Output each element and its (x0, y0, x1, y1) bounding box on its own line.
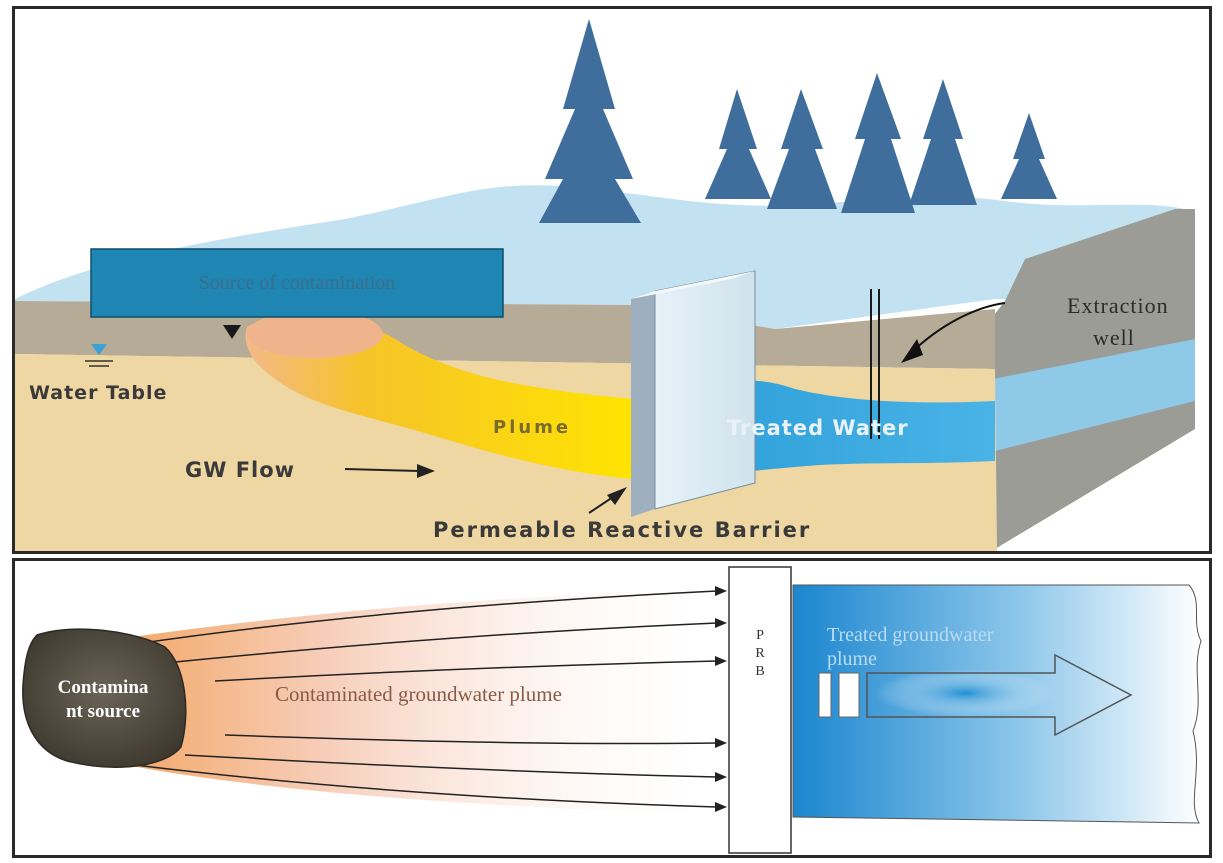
source-zone-blob (247, 310, 383, 358)
gw-flow-arrowhead (417, 464, 435, 478)
treated-arrow-tail-bar-2 (838, 672, 860, 718)
treated-water-label: Treated Water (727, 416, 909, 440)
bottom-diagram-panel: Contamina nt source Contaminated groundw… (12, 558, 1212, 858)
prb-barrier-front (631, 291, 655, 517)
flow-arrows (114, 590, 718, 808)
treated-plume-label-line1: Treated groundwater (827, 624, 994, 646)
prb-3d-diagram: Source of contamination Water Table Plum… (15, 19, 1195, 551)
prb-barrier-top (631, 271, 755, 299)
gw-flow-arrow-line (344, 468, 421, 472)
prb-barrier-face (654, 270, 756, 510)
treated-arrow-tail-bar-1 (818, 672, 832, 718)
source-label-line2: nt source (66, 701, 140, 722)
extraction-well-label-line1: Extraction (1067, 293, 1169, 318)
gw-flow-label: GW Flow (185, 458, 295, 482)
extraction-well-arrowhead (901, 339, 923, 363)
treated-arrow-glow (875, 669, 1055, 717)
prb-letter-p: P (756, 628, 764, 643)
plume-label: Plume (493, 417, 571, 438)
extraction-well-label-line2: well (1093, 325, 1135, 350)
prb-letter-b: B (755, 664, 764, 679)
water-table-label: Water Table (29, 382, 167, 404)
prb-letter-r: R (755, 646, 765, 661)
water-table-icon (85, 344, 113, 367)
prb-plan-view-diagram: Contamina nt source Contaminated groundw… (22, 566, 1202, 854)
source-pointer-triangle (223, 325, 241, 339)
tree-icons (539, 19, 1057, 223)
barrier-pointer-arrowhead (607, 487, 627, 505)
contaminant-source-rock (22, 628, 187, 768)
source-label-line1: Contamina (58, 677, 149, 698)
treated-flow-arrow (866, 653, 1133, 737)
source-label: Source of contamination (199, 272, 396, 294)
top-diagram-panel: Source of contamination Water Table Plum… (12, 6, 1212, 554)
barrier-label: Permeable Reactive Barrier (433, 518, 811, 542)
barrier-pointer-line (588, 492, 620, 514)
prb-plan-barrier (728, 566, 792, 854)
cliff-aquifer-band (993, 339, 1195, 451)
flow-arrowheads (715, 586, 727, 812)
extraction-well-pointer (910, 302, 1006, 354)
treated-plume-label-line2: plume (827, 648, 877, 670)
contaminated-plume-label: Contaminated groundwater plume (275, 682, 562, 706)
source-label-box (90, 248, 504, 318)
